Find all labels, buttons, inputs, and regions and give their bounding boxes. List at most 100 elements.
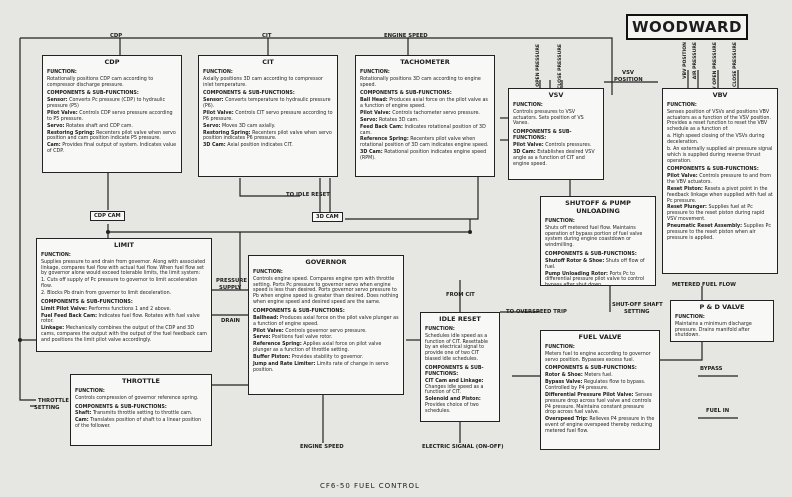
component-item: Shaft: Transmits throttle setting to thr…	[75, 411, 207, 417]
component-name: Limit Pilot Valve:	[41, 306, 87, 312]
throttle-title: THROTTLE	[121, 377, 160, 385]
component-item: Ballhead: Produces axial force on the pi…	[253, 316, 399, 328]
component-item: Bypass Valve: Regulates flow to bypass. …	[545, 380, 655, 392]
component-item: Buffer Piston: Provides stability to gov…	[253, 355, 399, 361]
component-name: Sensor:	[203, 98, 224, 104]
component-name: Bypass Valve:	[545, 380, 583, 386]
component-item: Pilot Valve: Controls tachometer servo p…	[360, 111, 490, 117]
component-item: Ball Head: Produces axial force on the p…	[360, 98, 490, 110]
woodward-logo: WOODWARD	[626, 14, 748, 40]
component-description: Changes idle speed as a function of CIT.	[425, 384, 484, 396]
component-item: Differential Pressure Pilot Valve: Sense…	[545, 393, 655, 416]
component-name: Reset Plunger:	[667, 205, 707, 211]
component-item: Pilot Valve: Controls pressure to and fr…	[667, 174, 773, 186]
function-text: Meters fuel to engine according to gover…	[545, 351, 651, 363]
pdvalve-title: P & D VALVE	[699, 303, 745, 311]
label-vsv-position-2: POSITION	[614, 77, 643, 83]
components-heading: COMPONENTS & SUB-FUNCTIONS:	[545, 252, 637, 258]
component-name: Overspeed Trip:	[545, 417, 588, 423]
component-name: Differential Pressure Pilot Valve:	[545, 392, 634, 398]
component-description: Rotates 3D cam.	[378, 117, 419, 123]
component-name: Fuel Feed Back Cam:	[41, 313, 97, 319]
component-name: Servo:	[203, 123, 221, 129]
component-name: Rotor & Shoe:	[545, 373, 583, 379]
component-description: Senses pressure drop across fuel valve a…	[545, 392, 653, 416]
component-name: Restoring Spring:	[47, 130, 95, 136]
component-description: Produces axial force on the pilot valve …	[253, 315, 399, 327]
function-text: Axially positions 3D cam according to co…	[203, 76, 323, 88]
component-name: Ballhead:	[253, 315, 279, 321]
fuel-title: FUEL VALVE	[578, 333, 622, 341]
component-description: Controls governor servo pressure.	[285, 328, 367, 334]
component-item: Restoring Spring: Recenters pilot valve …	[47, 131, 177, 143]
component-description: Recenters pilot valve when servo positio…	[47, 130, 176, 142]
component-name: Cam:	[47, 143, 61, 149]
function-text: Controls engine speed. Compares engine r…	[253, 276, 399, 306]
label-air-pressure: AIR PRESSURE	[693, 42, 698, 80]
label-throttle-setting-2: SETTING	[34, 405, 60, 411]
component-description: Performs functions 1 and 2 above.	[88, 306, 171, 312]
component-description: Produces axial force on the pilot valve …	[360, 98, 488, 110]
signal-cdp: CDP	[110, 33, 123, 39]
component-name: Pilot Valve:	[47, 110, 78, 116]
label-to-overspeed-trip: TO OVERSPEED TRIP	[506, 309, 567, 315]
component-description: Converts Pc pressure (CDP) to hydraulic …	[47, 98, 166, 110]
component-description: Supplies Pc pressure to the reset piston…	[667, 223, 771, 241]
component-item: Pneumatic Reset Assembly: Supplies Pc pr…	[667, 224, 773, 242]
components-heading: COMPONENTS & SUB-FUNCTIONS:	[425, 365, 484, 377]
label-to-idle-reset: TO IDLE RESET	[286, 192, 330, 198]
function-detail: a. High speed closing of the VSVs during…	[667, 134, 765, 145]
component-item: Reference Spring: Recenters pilot valve …	[360, 137, 490, 149]
function-heading: FUNCTION:	[360, 69, 390, 75]
component-item: Rotor & Shoe: Meters fuel.	[545, 373, 655, 379]
label-pressure-supply-1: PRESSURE	[216, 278, 247, 284]
component-item: Pilot Valve: Controls CDP servo pressure…	[47, 111, 177, 123]
component-name: Pilot Valve:	[513, 142, 544, 148]
component-description: Transmits throttle setting to throttle c…	[92, 411, 193, 417]
component-description: Meters fuel.	[584, 373, 613, 379]
component-description: Supplies fuel at Pc pressure to the rese…	[667, 205, 765, 223]
label-vsv-position-1: VSV	[622, 70, 635, 76]
component-name: 3D Cam:	[203, 143, 226, 149]
components-heading: COMPONENTS & SUB-FUNCTIONS:	[545, 366, 637, 372]
component-item: Fuel Feed Back Cam: Indicates fuel flow.…	[41, 314, 207, 326]
component-description: Controls tachometer servo pressure.	[392, 110, 480, 116]
component-name: Ball Head:	[360, 98, 388, 104]
cdp-title: CDP	[104, 58, 120, 66]
components-heading: COMPONENTS & SUB-FUNCTIONS:	[203, 91, 295, 97]
limit-title: LIMIT	[114, 241, 134, 249]
component-item: Reference Spring: Applies axial force on…	[253, 342, 399, 354]
function-text: Senses position of VSVs and positions VB…	[667, 109, 771, 133]
component-item: Pilot Valve: Controls CIT servo pressure…	[203, 111, 333, 123]
component-item: Sensor: Converts Pc pressure (CDP) to hy…	[47, 98, 177, 110]
component-item: 3D Cam: Axial position indicates CIT.	[203, 143, 333, 149]
component-item: Reset Piston: Resets a pivot point in th…	[667, 187, 773, 205]
function-heading: FUNCTION:	[47, 69, 77, 75]
component-item: Linkage: Mechanically combines the outpu…	[41, 326, 207, 344]
component-description: Controls CIT servo pressure according to…	[203, 110, 333, 122]
component-description: Provides final output of system. Indicat…	[47, 143, 177, 155]
component-item: Reset Plunger: Supplies fuel at Pc press…	[667, 205, 773, 223]
label-fuel-in: FUEL IN	[706, 408, 730, 414]
component-description: Converts temperature to hydraulic pressu…	[203, 98, 331, 110]
components-heading: COMPONENTS & SUB-FUNCTIONS:	[513, 130, 572, 142]
component-description: Controls CDP servo pressure according to…	[47, 110, 173, 122]
component-item: Shutoff Rotor & Shoe: Shuts off flow of …	[545, 259, 651, 271]
component-description: Shuts off flow of fuel.	[545, 258, 645, 270]
component-description: Mechanically combines the output of the …	[41, 326, 207, 343]
component-item: Pilot Valve: Controls governor servo pre…	[253, 329, 399, 335]
function-text: Controls compression of governor referen…	[75, 395, 199, 401]
component-name: 3D Cam:	[360, 150, 383, 156]
component-item: Sensor: Converts temperature to hydrauli…	[203, 98, 333, 110]
label-throttle-setting-1: THROTTLE	[38, 398, 69, 404]
component-description: Provides stability to governor.	[291, 354, 364, 360]
components-heading: COMPONENTS & SUB-FUNCTIONS:	[253, 308, 345, 314]
component-item: 3D Cam: Rotational position indicates en…	[360, 150, 490, 162]
cam-3d-tag: 3D CAM	[312, 212, 343, 222]
component-name: Buffer Piston:	[253, 354, 291, 360]
